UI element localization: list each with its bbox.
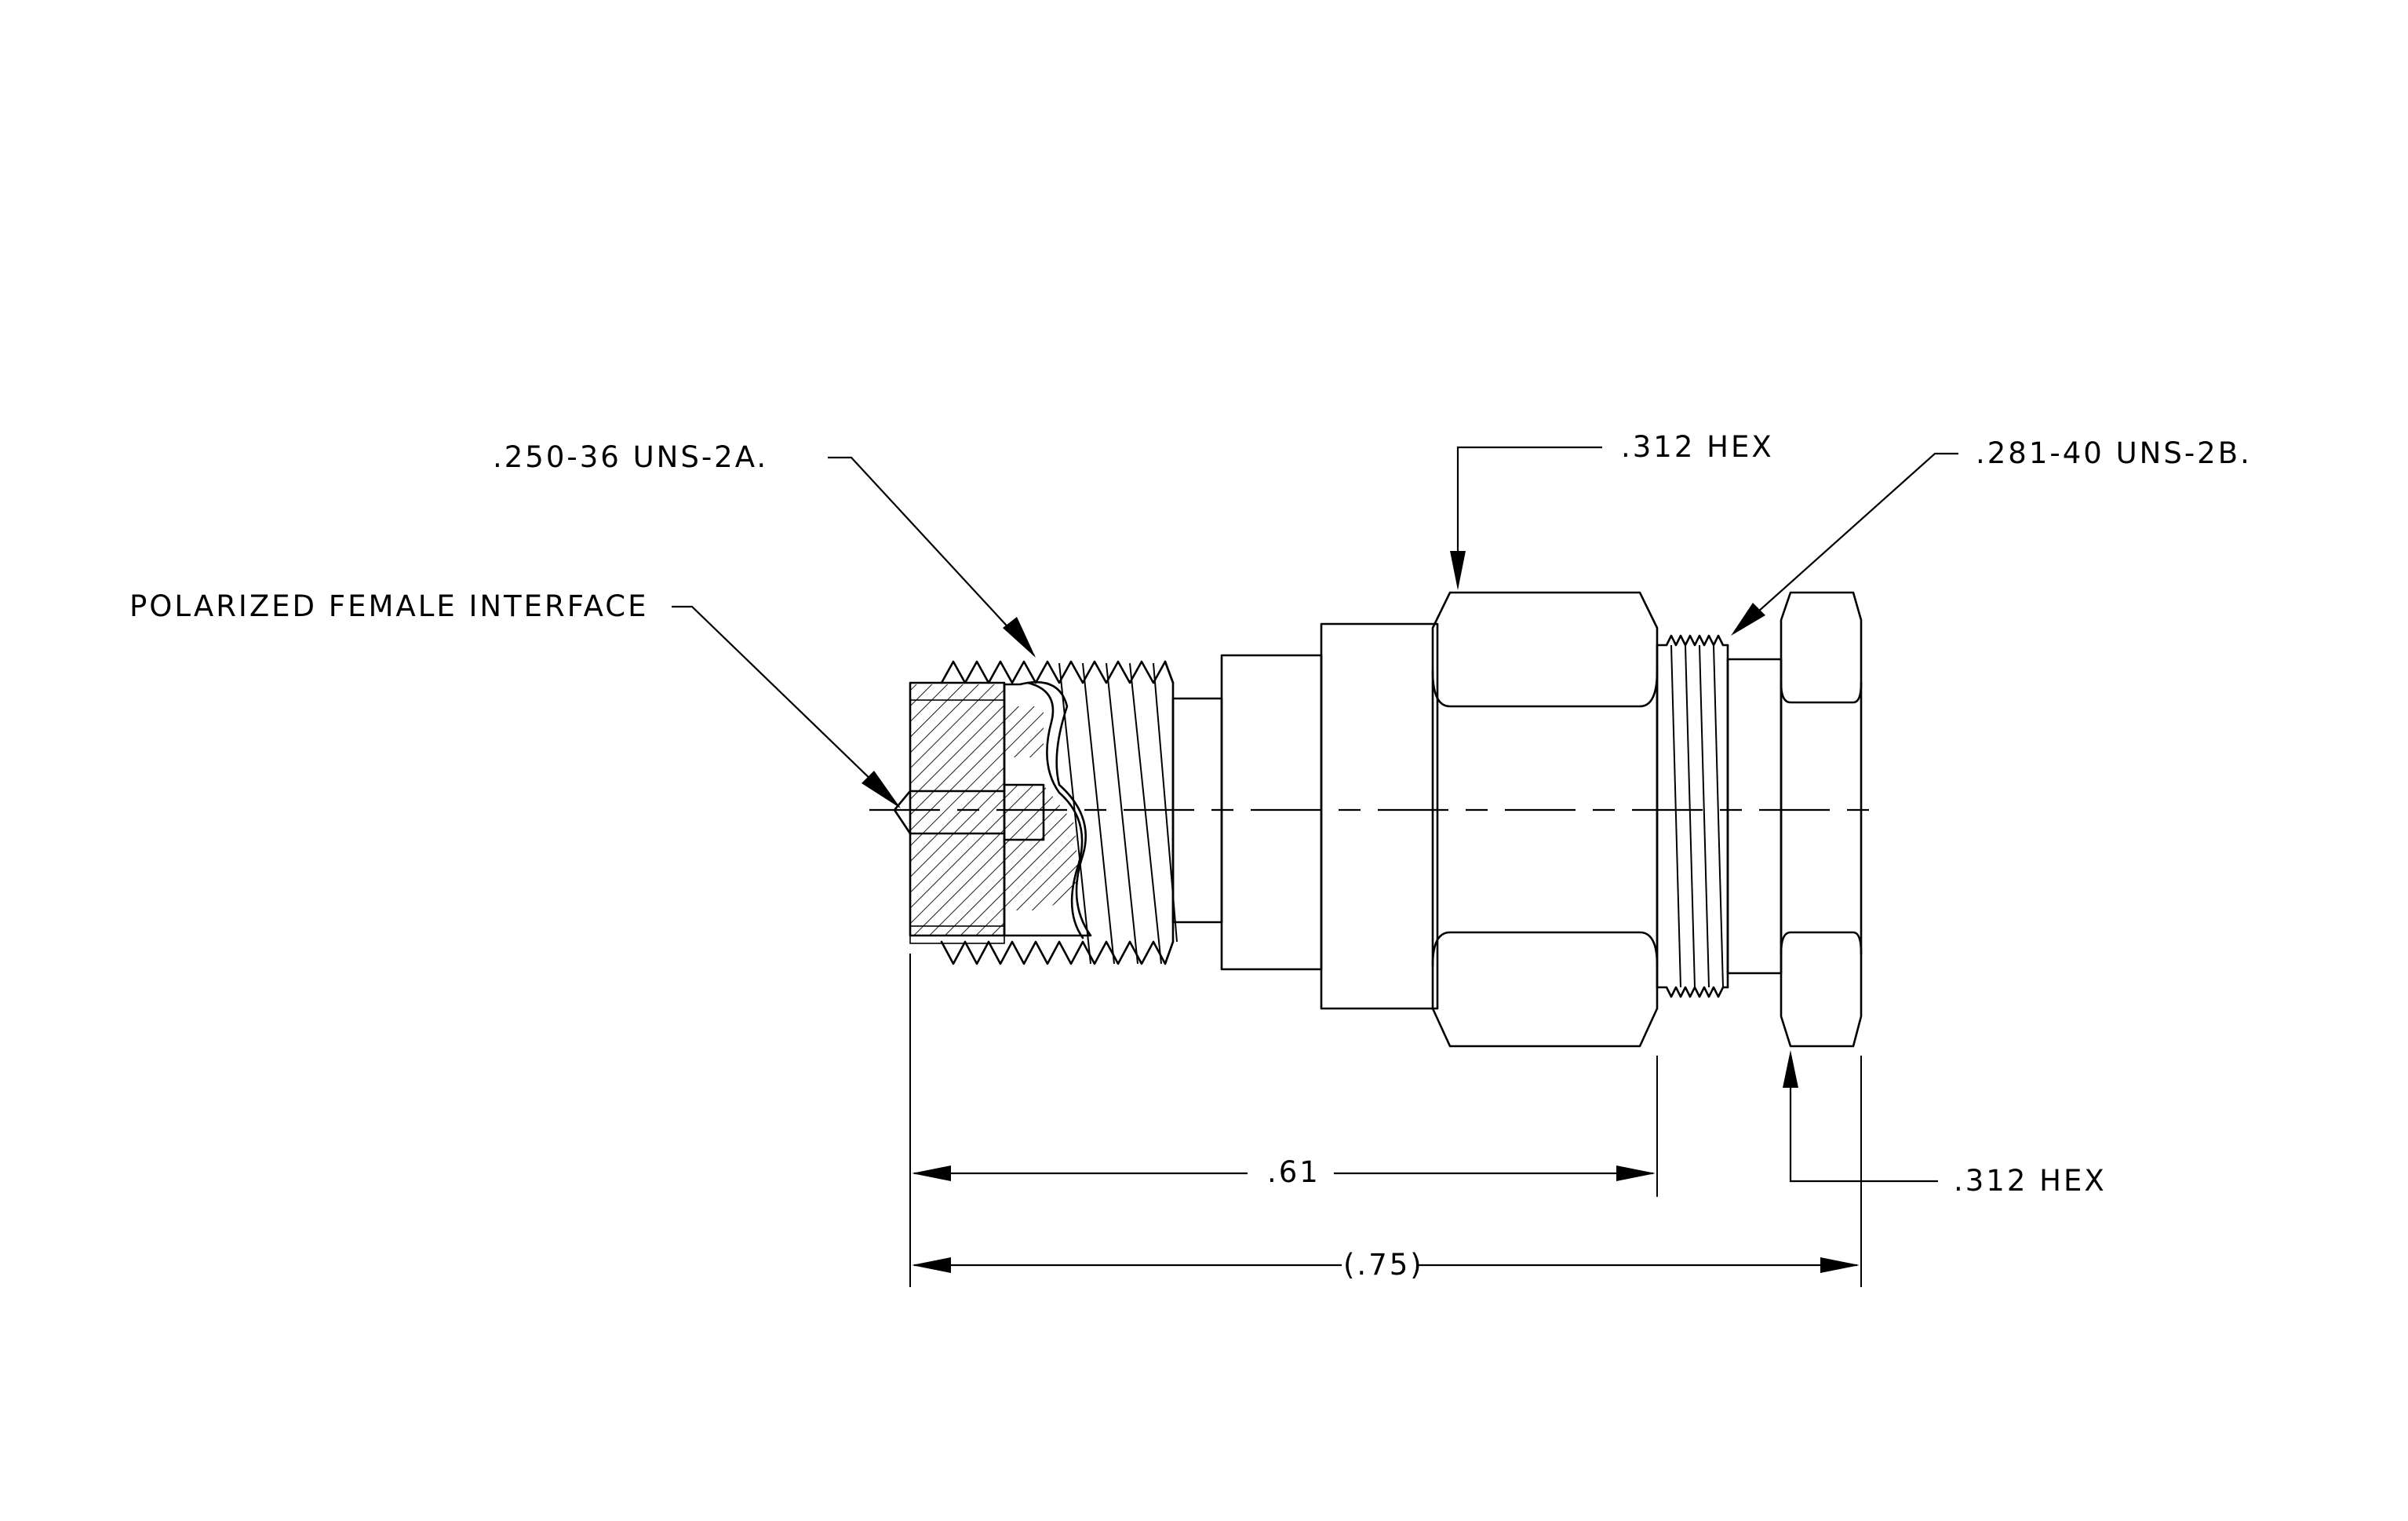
label-male-thread: .250-36 UNS-2A. <box>493 440 768 474</box>
female-thread-bottom <box>1656 986 1729 998</box>
shell-hatch-upper <box>910 684 1079 936</box>
thread-profile-top <box>940 660 1175 684</box>
female-thread-outline <box>1656 644 1729 989</box>
rear-hex-flats <box>1780 681 1863 955</box>
dim-overall-length: (.75) <box>1343 1248 1424 1282</box>
polarization-tip <box>893 790 912 835</box>
body-step-2 <box>1320 622 1439 1010</box>
label-female-thread: .281-40 UNS-2B. <box>1976 436 2252 470</box>
section-break-line <box>1026 681 1084 939</box>
front-hex <box>1431 591 1659 1048</box>
callout-front-hex: .312 HEX <box>1450 430 1774 590</box>
female-thread-lines <box>1670 644 1724 988</box>
callout-female-thread: .281-40 UNS-2B. <box>1731 436 2252 636</box>
connector-body <box>1171 591 1863 1048</box>
thread-profile-bottom <box>940 940 1175 965</box>
callout-rear-hex: .312 HEX <box>1783 1050 2107 1198</box>
label-polarized-interface: POLARIZED FEMALE INTERFACE <box>129 589 649 623</box>
label-rear-hex: .312 HEX <box>1954 1164 2107 1198</box>
dimension-overall-length: (.75) <box>912 1248 1860 1282</box>
female-thread-top <box>1656 634 1729 647</box>
rear-neck <box>1726 658 1783 975</box>
front-interface-section <box>893 680 1092 944</box>
insulator-break <box>1003 680 1092 937</box>
dimension-hex-length: .61 <box>912 1155 1656 1189</box>
extension-lines <box>909 954 1862 1287</box>
callout-male-thread: .250-36 UNS-2A. <box>493 440 1036 658</box>
pin-bore <box>909 783 1045 841</box>
rear-hex <box>1780 591 1863 1048</box>
callout-polarized-interface: POLARIZED FEMALE INTERFACE <box>129 589 901 808</box>
thread-lines <box>1058 662 1178 965</box>
body-step-1 <box>1220 654 1323 971</box>
label-front-hex: .312 HEX <box>1621 430 1774 464</box>
front-hex-flats <box>1431 669 1659 967</box>
dim-hex-length: .61 <box>1267 1155 1321 1189</box>
